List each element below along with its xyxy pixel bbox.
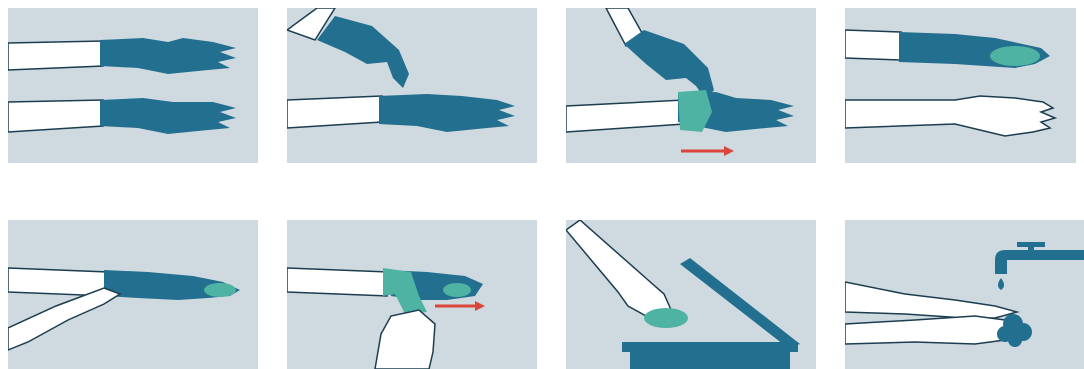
faucet-icon [995,242,1084,290]
step-3-illustration [566,8,816,163]
gloved-hand-icon [8,268,240,300]
disposal-hand-icon [566,220,688,328]
arrow-right-icon [435,301,485,311]
peeling-glove-icon [566,90,794,132]
step-6-panel [287,220,537,369]
step-8-panel [845,220,1084,369]
gloved-hand-icon [287,94,515,132]
step-6-illustration [287,220,537,369]
step-7-illustration [566,220,816,369]
pinching-hand-icon [606,8,714,100]
step-7-panel [566,220,816,369]
step-4-illustration [845,8,1076,163]
balled-glove-icon [990,46,1040,66]
step-3-panel [566,8,816,163]
pinching-hand-icon [287,8,409,88]
step-2-illustration [287,8,537,163]
bare-hand-icon [845,96,1055,136]
gloved-hand-icon [8,38,236,74]
step-5-panel [8,220,258,369]
step-5-illustration [8,220,258,369]
finger-under-cuff-icon [8,288,120,350]
step-1-panel [8,8,258,163]
arrow-right-icon [681,146,734,156]
step-1-illustration [8,8,258,163]
gloved-hand-icon [8,98,236,134]
step-2-panel [287,8,537,163]
step-4-panel [845,8,1076,163]
pulling-hand-icon [375,310,435,369]
step-8-illustration [845,220,1084,369]
